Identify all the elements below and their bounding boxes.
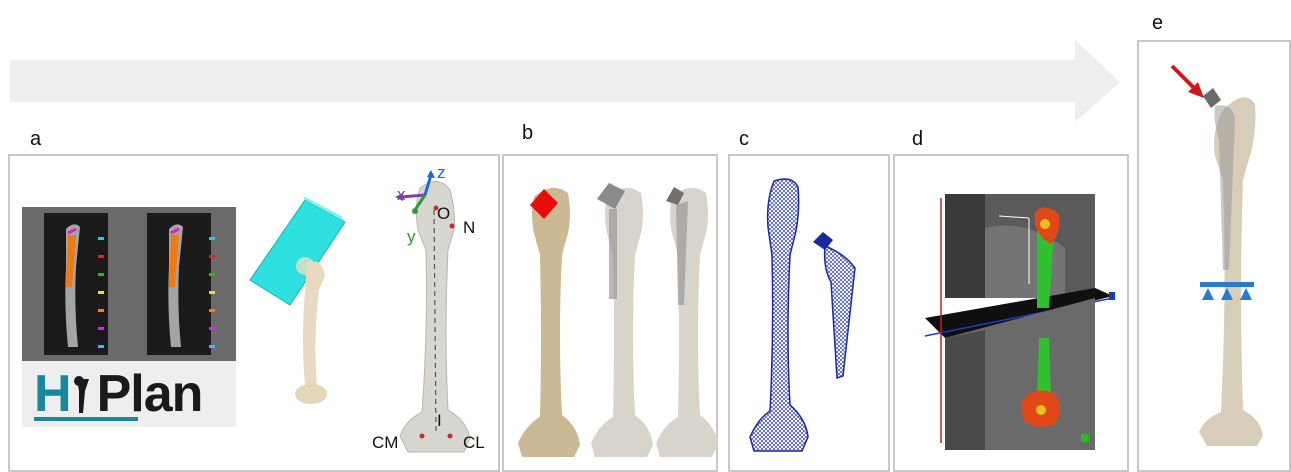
logo-letters-plan: Plan xyxy=(97,365,203,423)
panel-label-a: a xyxy=(30,128,41,151)
femur-mesh-model xyxy=(748,175,810,460)
femur-stem-implant-model xyxy=(650,175,722,460)
landmark-label-cm: CM xyxy=(372,434,398,451)
femur-resection-plane-model xyxy=(512,175,584,460)
load-arrow-icon xyxy=(1168,62,1208,102)
fixed-support-icon xyxy=(1200,282,1254,304)
hiplan-logo: H Plan xyxy=(22,361,236,427)
axis-label-z: z xyxy=(437,164,446,181)
hip-implant-logo-icon xyxy=(71,369,97,409)
landmark-label-cl: CL xyxy=(463,434,485,451)
panel-label-b: b xyxy=(522,122,533,145)
logo-underline xyxy=(34,417,138,421)
femur-implant-boundary-model xyxy=(1185,80,1275,450)
panel-label-c: c xyxy=(739,128,749,151)
femur-stem-block-model xyxy=(585,175,657,460)
axis-label-x: x xyxy=(397,186,406,203)
panel-label-d: d xyxy=(912,128,923,151)
axis-label-y: y xyxy=(407,228,416,245)
stem-mesh-model xyxy=(805,232,865,382)
landmark-label-i: I xyxy=(437,412,442,429)
ct-volume-fem-model xyxy=(925,188,1120,458)
panel-label-e: e xyxy=(1152,12,1163,35)
xray-templating-image xyxy=(22,207,236,361)
femur-cutting-block-model xyxy=(245,200,355,410)
landmark-label-o: O xyxy=(437,205,450,222)
logo-letter-h: H xyxy=(34,365,71,423)
landmark-label-n: N xyxy=(463,219,475,236)
